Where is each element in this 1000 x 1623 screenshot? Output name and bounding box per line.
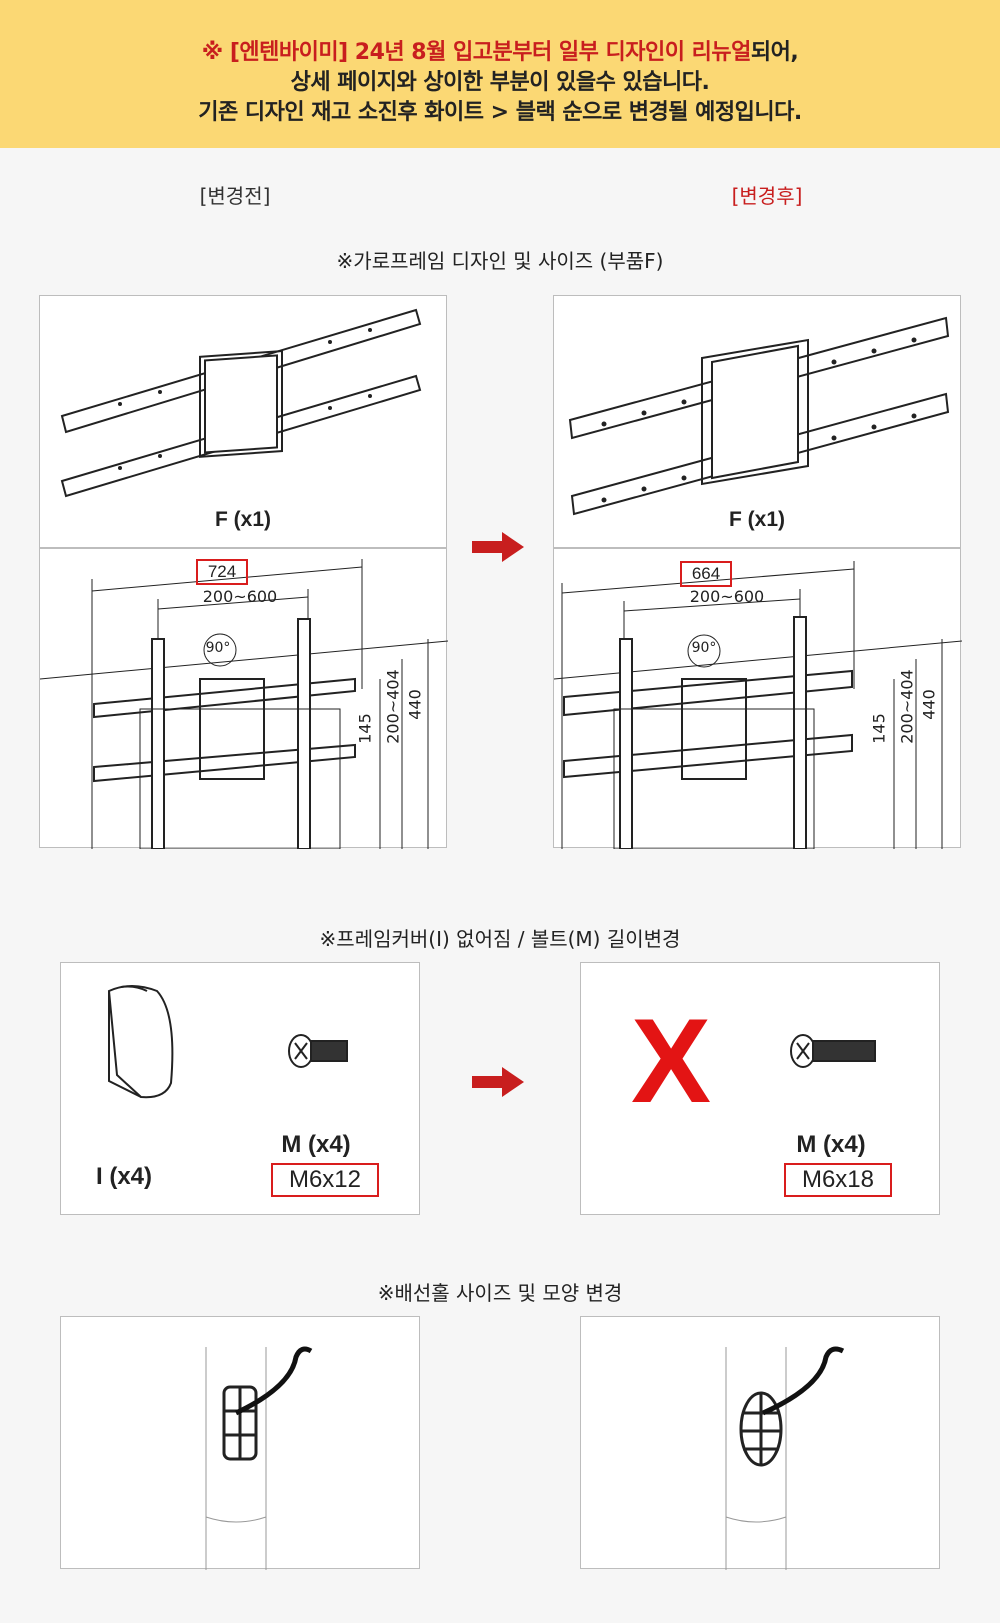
dimension-before-illustration — [40, 559, 448, 849]
cable-hole-before-panel — [60, 1316, 420, 1570]
dimension-before-panel: 724 200~600 90° 145 200~404 440 — [39, 548, 448, 849]
cover-caption: I (x4) — [96, 1163, 153, 1190]
arrow-right-icon — [472, 532, 524, 562]
frame-before-caption: F (x1) — [214, 508, 271, 531]
dim-145-before: 145 — [355, 713, 375, 744]
bolt-after-illustration — [790, 1034, 876, 1068]
dim-440-before: 440 — [405, 689, 425, 720]
notice-line-3: 기존 디자인 재고 소진후 화이트 > 블랙 순으로 변경될 예정입니다. — [198, 100, 802, 125]
notice-line-1: ※ [엔텐바이미] 24년 8월 입고분부터 일부 디자인이 리뉴얼되어, — [201, 40, 799, 65]
bolt-caption-after: M (x4) — [796, 1131, 866, 1158]
notice-line-2: 상세 페이지와 상이한 부분이 있을수 있습니다. — [290, 70, 710, 95]
dimension-after-panel: 664 200~600 90° 145 200~404 440 — [553, 548, 962, 849]
cover-bolt-before-panel: I (x4) M (x4) M6x12 — [60, 962, 420, 1215]
horizontal-frame-after-illustration — [568, 316, 950, 516]
section-2-title: ※프레임커버(I) 없어짐 / 볼트(M) 길이변경 — [319, 927, 681, 951]
cable-hole-after-illustration — [725, 1346, 845, 1570]
frame-before-panel: F (x1) — [39, 295, 447, 548]
vesa-range-after: 200~600 — [689, 587, 765, 606]
dim-range-before: 200~404 — [383, 669, 403, 744]
frame-after-caption: F (x1) — [728, 508, 785, 531]
horizontal-frame-before-illustration — [60, 308, 422, 498]
before-label: [변경전] — [199, 184, 271, 208]
width-value-after: 664 — [680, 561, 732, 587]
cover-bolt-after-panel: X M (x4) M6x18 — [580, 962, 940, 1215]
after-label: [변경후] — [731, 184, 803, 208]
bolt-caption-before: M (x4) — [281, 1131, 351, 1158]
bolt-size-after: M6x18 — [784, 1163, 892, 1197]
frame-cover-and-bolt-before-illustration — [107, 985, 348, 1099]
rotation-after: 90° — [691, 640, 717, 656]
cable-hole-after-panel — [580, 1316, 940, 1570]
rotation-before: 90° — [205, 640, 231, 656]
notice-banner: ※ [엔텐바이미] 24년 8월 입고분부터 일부 디자인이 리뉴얼되어, 상세… — [0, 0, 1000, 148]
cable-hole-before-illustration — [205, 1346, 313, 1570]
arrow-right-icon — [472, 1067, 524, 1097]
bolt-size-before: M6x12 — [271, 1163, 379, 1197]
width-value-before: 724 — [196, 559, 248, 585]
section-1-title: ※가로프레임 디자인 및 사이즈 (부품F) — [336, 249, 664, 273]
dim-440-after: 440 — [919, 689, 939, 720]
vesa-range-before: 200~600 — [202, 587, 278, 606]
dim-range-after: 200~404 — [897, 669, 917, 744]
dim-145-after: 145 — [869, 713, 889, 744]
frame-after-panel: F (x1) — [553, 295, 961, 548]
dimension-after-illustration — [554, 561, 962, 849]
section-3-title: ※배선홀 사이즈 및 모양 변경 — [377, 1281, 623, 1305]
removed-x-icon: X — [630, 994, 712, 1128]
